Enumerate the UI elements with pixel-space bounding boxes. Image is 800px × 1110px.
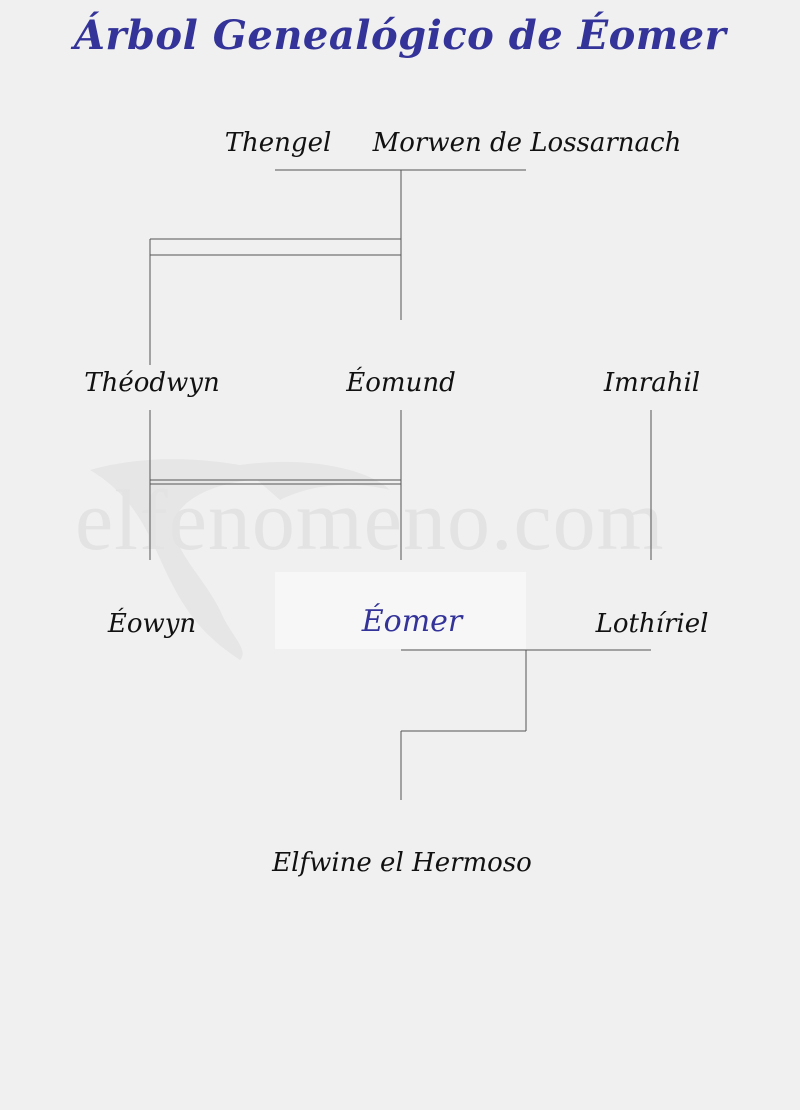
person-eomer: Éomer [361, 604, 463, 639]
focus-highlight [275, 572, 526, 649]
person-theodwyn: Théodwyn [84, 368, 220, 398]
person-thengel: Thengel [224, 128, 332, 158]
person-elfwine: Elfwine el Hermoso [272, 848, 532, 878]
person-eomund: Éomund [346, 368, 456, 398]
person-morwen: Morwen de Lossarnach [372, 128, 682, 158]
person-eowyn: Éowyn [107, 609, 197, 639]
watermark-text: elfenomeno.com [75, 472, 665, 568]
person-lothiriel: Lothíriel [595, 609, 709, 639]
watermark-logo [90, 459, 390, 660]
page-title: Árbol Genealógico de Éomer [73, 12, 727, 59]
person-imrahil: Imrahil [603, 368, 701, 398]
